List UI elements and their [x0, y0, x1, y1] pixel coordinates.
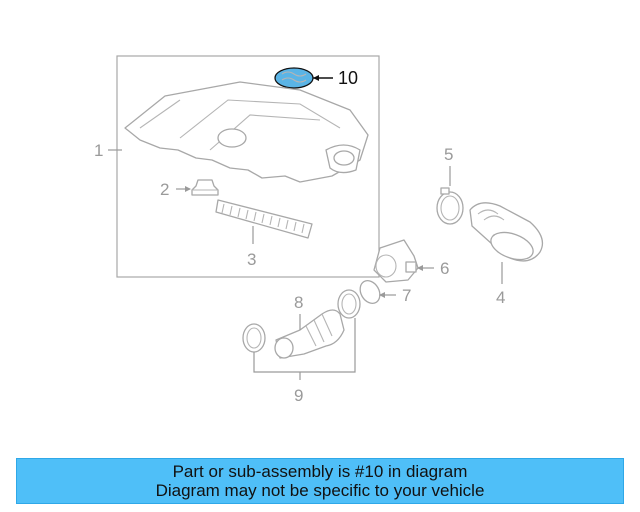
leader-10-arrow — [313, 75, 319, 81]
engine-cover-body — [124, 81, 369, 183]
callout-1: 1 — [94, 141, 103, 160]
clamp-5-screw — [440, 187, 450, 195]
banner-line-2: Diagram may not be specific to your vehi… — [155, 481, 485, 500]
emblem-detail — [281, 71, 307, 83]
leader-2-arrow — [185, 186, 191, 192]
callout-6: 6 — [440, 259, 449, 278]
leader-6-arrow — [417, 265, 423, 271]
intake-hose-ribs — [305, 313, 333, 347]
callout-2: 2 — [160, 180, 169, 199]
info-banner: Part or sub-assembly is #10 in diagram D… — [16, 458, 624, 504]
callout-7: 7 — [402, 286, 411, 305]
part-4-intake-duct[interactable] — [469, 202, 544, 265]
airflow-sensor-connector — [405, 261, 417, 273]
airflow-sensor-port — [375, 254, 397, 278]
callout-3: 3 — [247, 250, 256, 269]
engine-cover-port — [217, 128, 247, 148]
clamp-9-right-inner — [341, 293, 357, 315]
part-8-intake-hose[interactable] — [274, 309, 345, 359]
callout-9: 9 — [294, 386, 303, 405]
callout-5: 5 — [444, 145, 453, 164]
part-2-grommet[interactable] — [191, 179, 219, 196]
grommet-body — [191, 179, 219, 196]
air-filter-pleats — [221, 203, 305, 234]
callout-10: 10 — [338, 68, 358, 88]
part-9-clamp-left[interactable] — [242, 323, 266, 353]
intake-duct-ribs — [477, 209, 505, 221]
part-6-airflow-sensor[interactable] — [373, 239, 419, 283]
part-5-clamp[interactable] — [436, 187, 464, 225]
emblem-fill — [274, 67, 314, 89]
intake-hose-end — [274, 337, 294, 359]
part-1-engine-cover[interactable] — [124, 81, 369, 183]
leader-9-bracket — [253, 318, 356, 373]
air-filter-body — [215, 199, 313, 239]
clamp-9-left-inner — [246, 327, 262, 349]
banner-line-1: Part or sub-assembly is #10 in diagram — [172, 462, 468, 481]
callout-4: 4 — [496, 288, 505, 307]
parts-diagram: 10 1 2 3 5 4 6 — [94, 55, 544, 405]
seal-ring — [359, 280, 381, 304]
part-9-clamp-right[interactable] — [337, 289, 361, 319]
callout-8: 8 — [294, 293, 303, 312]
part-10-emblem[interactable] — [274, 67, 314, 89]
part-3-air-filter[interactable] — [215, 199, 313, 239]
assembly-frame — [116, 55, 380, 278]
leader-7-arrow — [379, 292, 385, 298]
part-7-seal[interactable] — [356, 277, 384, 307]
engine-cover-intake-mouth — [333, 150, 355, 166]
intake-duct-mouth — [490, 231, 534, 261]
clamp-5-inner — [440, 195, 460, 221]
